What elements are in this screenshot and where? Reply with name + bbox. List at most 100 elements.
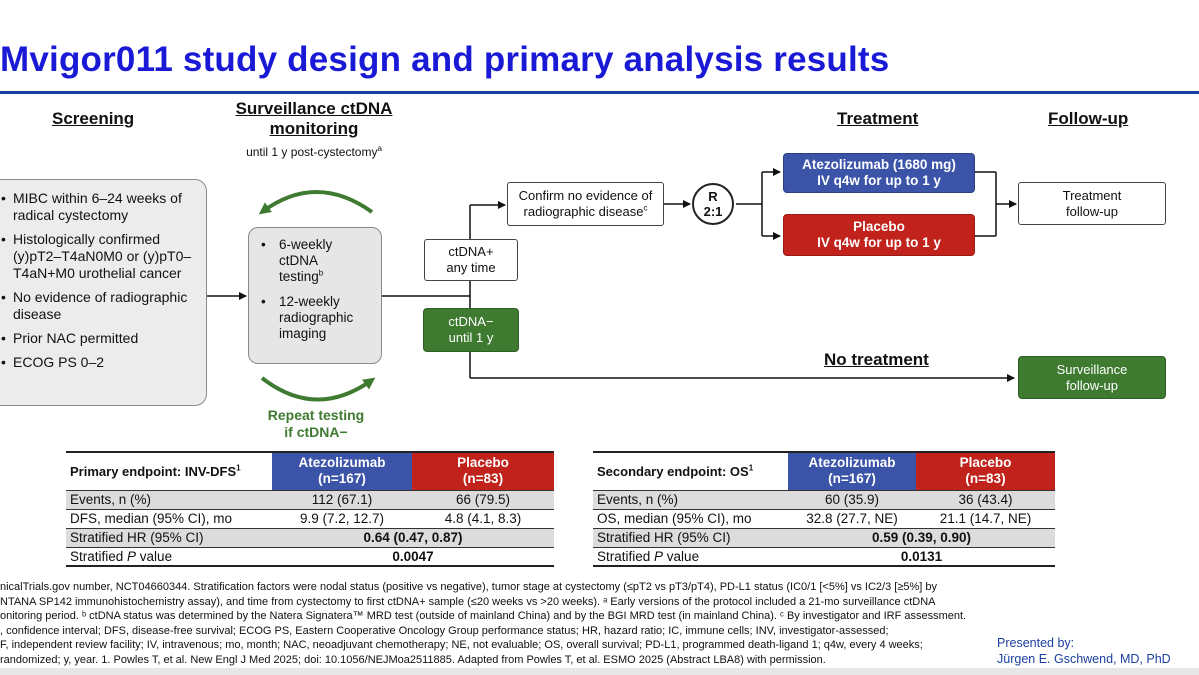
table-row: Events, n (%) 60 (35.9) 36 (43.4) [593,490,1055,509]
confirm-line2-wrap: radiographic diseasec [524,204,648,220]
cell-placebo: 21.1 (14.7, NE) [916,508,1055,528]
screening-criterion: Prior NAC permitted [1,330,200,347]
ctdna-positive-line2: any time [446,260,496,275]
placebo-arm-line1: Placebo [853,219,905,234]
p-label-post: value [663,548,700,564]
surveillance-duration: until 1 y post-cystectomya [214,144,414,160]
cell-p-value: 0.0047 [272,546,554,567]
presenter-credit: Presented by: Jürgen E. Gschwend, MD, Ph… [997,635,1171,667]
screening-criterion: MIBC within 6–24 weeks of radical cystec… [1,190,200,224]
presenter-name: Jürgen E. Gschwend, MD, PhD [997,652,1171,666]
ctdna-negative-box: ctDNA− until 1 y [423,308,519,352]
primary-col-atezolizumab: Atezolizumab(n=167) [272,451,412,491]
repeat-testing-line2: if ctDNA− [284,424,348,440]
primary-endpoint-table: Primary endpoint: INV-DFS1 Atezolizumab(… [66,451,554,567]
cell-atezolizumab: 9.9 (7.2, 12.7) [272,508,412,528]
phase-treatment: Treatment [837,109,919,128]
row-label: Stratified P value [593,546,788,567]
atezolizumab-arm-box: Atezolizumab (1680 mg) IV q4w for up to … [783,153,975,193]
row-label: Stratified HR (95% CI) [593,527,788,547]
footnote-marker-b: b [318,268,324,278]
footnote-marker-c: c [643,203,648,213]
screening-criterion: ECOG PS 0–2 [1,354,200,371]
no-treatment-label: No treatment [824,350,929,369]
cell-atezolizumab: 112 (67.1) [272,490,412,509]
randomization-ratio: 2:1 [703,204,723,219]
screening-criterion: Histologically confirmed (y)pT2–T4aN0M0 … [1,231,200,282]
repeat-testing-label: Repeat testing if ctDNA− [252,407,380,441]
row-label: Stratified P value [66,546,272,567]
footnote-marker-a: a [377,144,382,153]
monitoring-item1-line1: 6-weekly [279,237,333,252]
cell-p-value: 0.0131 [788,546,1055,567]
page-title: Mvigor011 study design and primary analy… [0,40,890,79]
treatment-followup-box: Treatment follow-up [1018,182,1166,225]
footnote-line: F, independent review facility; IV, intr… [0,639,923,652]
title-divider [0,91,1199,94]
surveillance-duration-text: until 1 y post-cystectomy [246,145,378,159]
screening-criteria-list: MIBC within 6–24 weeks of radical cystec… [1,190,200,371]
secondary-endpoint-header: Secondary endpoint: OS1 [593,451,788,491]
surveillance-followup-box: Surveillance follow-up [1018,356,1166,399]
table-row: Stratified HR (95% CI) 0.64 (0.47, 0.87) [66,527,554,547]
primary-endpoint-header: Primary endpoint: INV-DFS1 [66,451,272,491]
phase-screening: Screening [52,109,135,128]
col-placebo-n: (n=83) [462,471,504,487]
cycle-arrow-top [258,190,374,215]
bottom-band [0,668,1199,675]
phase-surveillance: Surveillance ctDNA monitoring [214,99,414,139]
treatment-followup-line2: follow-up [1065,203,1119,219]
atezolizumab-arm-line2: IV q4w for up to 1 y [817,173,941,188]
ctdna-negative-line1: ctDNA− [448,314,494,329]
cell-atezolizumab: 60 (35.9) [788,490,916,509]
cell-placebo: 36 (43.4) [916,490,1055,509]
cycle-arrow-bottom [260,376,376,402]
footnote-line: nicalTrials.gov number, NCT04660344. Str… [0,581,937,593]
randomization-circle: R 2:1 [692,183,734,225]
cell-hazard-ratio: 0.59 (0.39, 0.90) [788,527,1055,547]
col-placebo-name: Placebo [959,455,1012,471]
cell-placebo: 66 (79.5) [412,490,554,509]
secondary-endpoint-title: Secondary endpoint: OS [597,463,749,479]
phase-surveillance-line2: monitoring [269,119,359,138]
cell-placebo: 4.8 (4.1, 8.3) [412,508,554,528]
table-row: Stratified P value 0.0131 [593,546,1055,567]
col-placebo-n: (n=83) [965,471,1006,487]
primary-endpoint-title: Primary endpoint: INV-DFS [70,463,237,479]
p-label-italic: P [127,548,137,564]
secondary-col-placebo: Placebo(n=83) [916,451,1055,491]
col-atezolizumab-n: (n=167) [318,471,366,487]
monitoring-item1-line3: testing [279,269,319,284]
ctdna-positive-box: ctDNA+ any time [424,239,518,281]
p-label-pre: Stratified [597,548,655,564]
secondary-col-atezolizumab: Atezolizumab(n=167) [788,451,916,491]
footnote-line: NTANA SP142 immunohistochemistry assay),… [0,595,936,608]
row-label: OS, median (95% CI), mo [593,508,788,528]
table-row: Stratified P value 0.0047 [66,546,554,567]
cell-atezolizumab: 32.8 (27.7, NE) [788,508,916,528]
cell-hazard-ratio: 0.64 (0.47, 0.87) [272,527,554,547]
footnotes: nicalTrials.gov number, NCT04660344. Str… [0,580,1020,668]
monitoring-item-ctdna: 6-weekly ctDNA testingb [261,237,375,285]
reference-marker: 1 [748,463,754,473]
footnote-line: onitoring period. ᵇ ctDNA status was det… [0,610,967,623]
confirm-no-disease-box: Confirm no evidence of radiographic dise… [507,182,664,226]
table-header-row: Primary endpoint: INV-DFS1 Atezolizumab(… [66,451,554,491]
row-label: Events, n (%) [593,490,788,509]
screening-criteria-box: MIBC within 6–24 weeks of radical cystec… [0,179,207,406]
p-label-pre: Stratified [70,548,128,564]
footnote-line: randomized; y, year. 1. Powles T, et al.… [0,653,826,666]
screening-criterion: No evidence of radiographic disease [1,289,200,323]
col-atezolizumab-name: Atezolizumab [808,455,896,471]
presenter-label: Presented by: [997,636,1075,650]
ctdna-positive-line1: ctDNA+ [448,244,494,259]
p-label-post: value [136,548,173,564]
p-label-italic: P [654,548,664,564]
table-row: Stratified HR (95% CI) 0.59 (0.39, 0.90) [593,527,1055,547]
treatment-followup-line1: Treatment [1062,187,1122,203]
table-row: DFS, median (95% CI), mo 9.9 (7.2, 12.7)… [66,508,554,528]
atezolizumab-arm-line1: Atezolizumab (1680 mg) [802,157,956,172]
phase-followup: Follow-up [1048,109,1129,128]
col-atezolizumab-name: Atezolizumab [298,455,386,471]
